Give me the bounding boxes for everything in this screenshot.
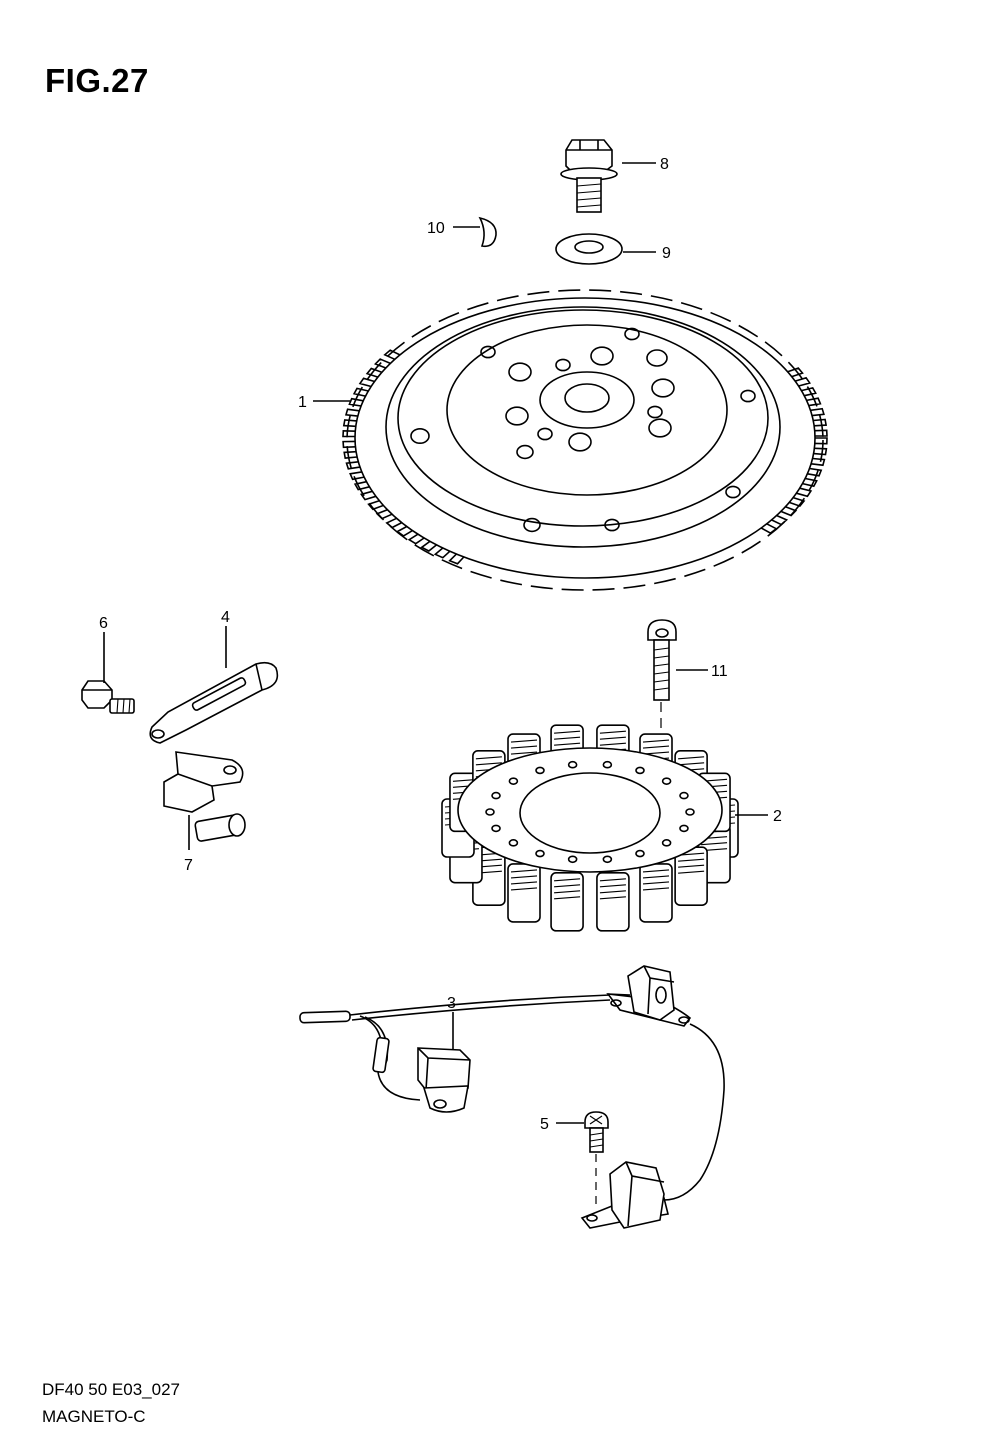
part-7-sensor: [163, 751, 246, 842]
callout-3: 3: [447, 995, 456, 1012]
callout-8: 8: [660, 156, 669, 173]
part-1-flywheel: [342, 289, 828, 591]
callout-6: 6: [99, 615, 108, 632]
part-11-screw: [647, 619, 677, 790]
callout-11: 11: [711, 663, 728, 680]
part-2-stator: [441, 724, 739, 932]
callout-4: 4: [221, 609, 230, 626]
figure-name: MAGNETO-C: [42, 1407, 146, 1426]
part-10-key: [478, 216, 497, 248]
figure-title: FIG.27: [45, 62, 149, 99]
part-4-bracket: [149, 661, 279, 744]
part-8-bolt: [560, 139, 618, 213]
callout-1: 1: [298, 394, 307, 411]
figure-code: DF40 50 E03_027: [42, 1380, 180, 1399]
callout-9: 9: [662, 245, 671, 262]
part-5-screw: [584, 1111, 609, 1210]
callout-2: 2: [773, 808, 782, 825]
leader-lines: [103, 162, 768, 1124]
part-6-bolt: [81, 680, 135, 714]
part-9-washer: [555, 233, 623, 265]
callout-5: 5: [540, 1116, 549, 1133]
callout-7: 7: [184, 857, 193, 874]
part-3-pulser-coil: [299, 965, 725, 1229]
callout-labels: 8 9 10 1 6 4 11 2 7 3 5: [99, 156, 782, 1133]
callout-10: 10: [427, 220, 445, 237]
